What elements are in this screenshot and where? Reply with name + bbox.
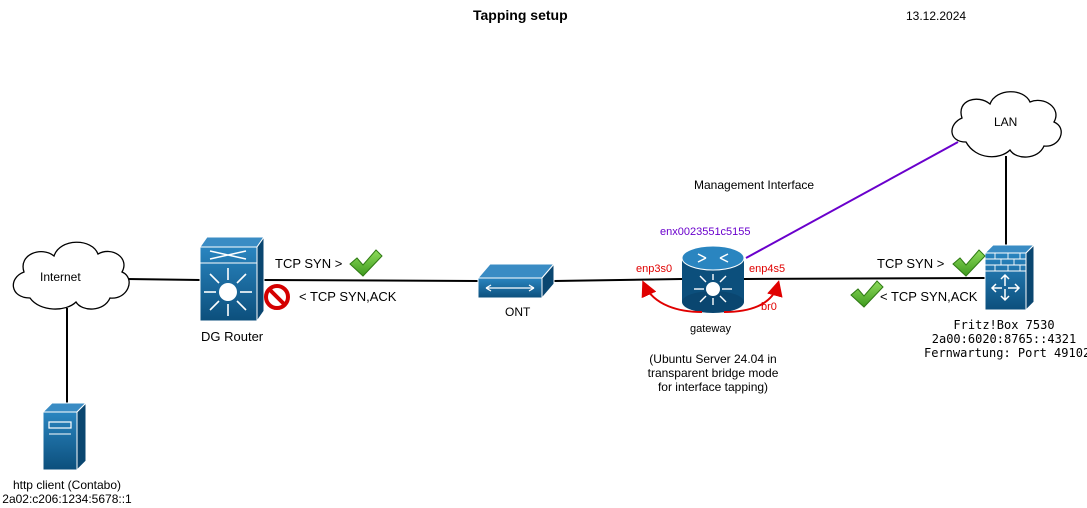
dg-router-label: DG Router: [201, 329, 264, 344]
left-synack-label: < TCP SYN,ACK: [299, 289, 397, 304]
bridge-label: br0: [761, 301, 777, 313]
blocked-icon: [264, 284, 290, 310]
gateway-note: (Ubuntu Server 24.04 in transparent brid…: [628, 352, 798, 394]
lan-cloud-icon: [951, 91, 1062, 158]
link-router-ont: [263, 279, 479, 282]
http-client-name: http client (Contabo): [12, 478, 122, 492]
dg-router-icon: [199, 235, 265, 323]
gateway-router-icon: [681, 245, 745, 313]
left-iface-label: enp3s0: [636, 263, 673, 275]
diagram-title: Tapping setup: [473, 7, 568, 23]
gateway-note-line-2: transparent bridge mode: [647, 366, 779, 380]
gateway-note-line-1: (Ubuntu Server 24.04 in: [649, 352, 777, 366]
bridge-arrow-left: [641, 280, 703, 313]
gateway-note-line-3: for interface tapping): [657, 380, 769, 394]
internet-label: Internet: [40, 270, 81, 284]
internet-cloud-icon: [12, 241, 130, 310]
link-ont-gateway: [553, 278, 683, 282]
http-client-server-icon: [41, 401, 88, 472]
fritzbox-address: 2a00:6020:8765::4321: [931, 332, 1077, 346]
bridge-arrow-right: [723, 280, 783, 313]
right-syn-label: TCP SYN >: [877, 256, 945, 271]
fritzbox-firewall-icon: [983, 243, 1036, 312]
left-syn-label: TCP SYN >: [275, 256, 343, 271]
link-internet-router: [126, 278, 201, 281]
fritzbox-name: Fritz!Box 7530: [953, 318, 1055, 332]
ont-icon: [476, 262, 556, 300]
check-icon-left-syn: [349, 249, 383, 277]
link-gateway-fritzbox: [743, 277, 986, 280]
right-synack-label: < TCP SYN,ACK: [880, 289, 978, 304]
management-interface-label: Management Interface: [694, 178, 815, 192]
ont-label: ONT: [505, 305, 531, 319]
http-client-label: http client (Contabo) 2a02:c206:1234:567…: [0, 478, 134, 506]
check-icon-right-synack: [850, 280, 884, 308]
fritzbox-label: Fritz!Box 7530 2a00:6020:8765::4321 Fern…: [924, 318, 1087, 360]
fritzbox-remote-port: Fernwartung: Port 49102: [924, 346, 1087, 360]
lan-label: LAN: [994, 115, 1018, 129]
check-icon-right-syn: [952, 249, 986, 277]
management-link: [745, 141, 959, 259]
http-client-address: 2a02:c206:1234:5678::1: [2, 492, 132, 506]
gateway-label: gateway: [690, 323, 731, 335]
right-iface-label: enp4s5: [749, 263, 786, 275]
diagram-date: 13.12.2024: [906, 9, 967, 23]
management-iface-name: enx0023551c5155: [660, 226, 751, 238]
